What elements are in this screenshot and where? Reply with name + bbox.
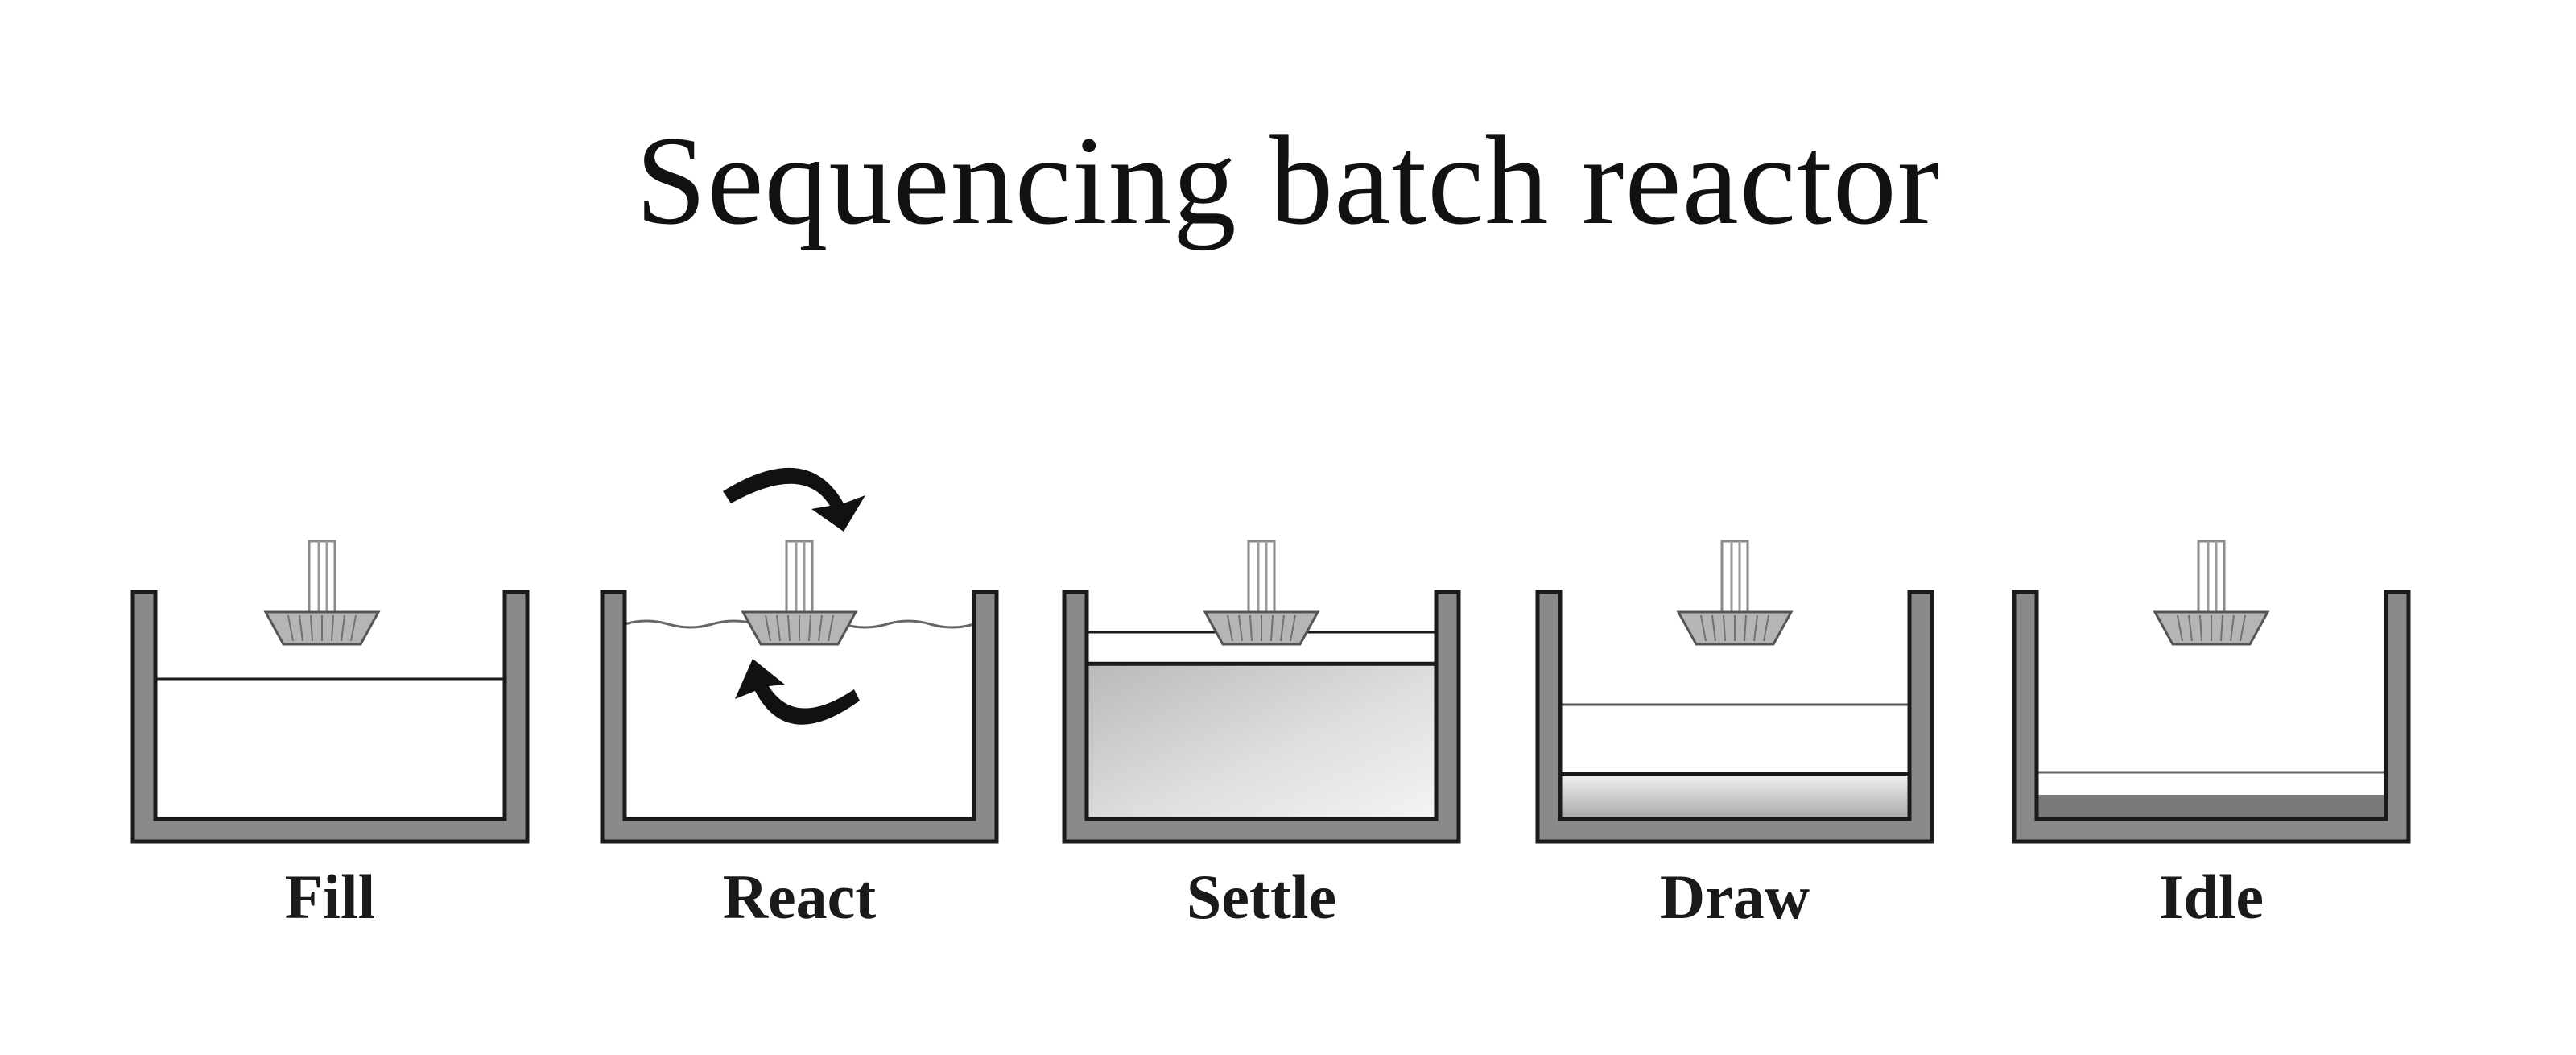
settled-sludge <box>1087 664 1436 819</box>
impeller-blade <box>1763 614 1769 642</box>
rotation-arrow-bottom <box>735 659 860 725</box>
impeller-blade <box>350 614 357 642</box>
impeller-blade <box>1238 614 1243 642</box>
impeller-blade <box>1290 614 1296 642</box>
idle-sludge <box>2037 795 2386 819</box>
impeller-blade <box>1711 614 1716 642</box>
impeller-blade <box>1270 614 1274 642</box>
impeller-blade <box>1744 614 1747 642</box>
impeller-blade <box>765 614 771 642</box>
impeller-blade <box>2220 614 2223 642</box>
impeller-blade <box>2188 614 2193 642</box>
stage-react: React <box>600 467 999 932</box>
stage-settle: Settle <box>1062 540 1461 932</box>
impeller-blade <box>299 614 303 642</box>
impeller-blade <box>787 614 791 642</box>
impeller-blade <box>1249 614 1253 642</box>
tank-wall <box>2012 590 2411 844</box>
mixer-shaft <box>1247 540 1276 614</box>
draw-sludge <box>1560 774 1909 819</box>
impeller-blade <box>2177 614 2183 642</box>
impeller-blade <box>1723 614 1726 642</box>
impeller-blade <box>818 614 823 642</box>
tank-wall <box>600 590 999 844</box>
stage-idle: Idle <box>2012 540 2411 932</box>
impeller-blade <box>287 614 294 642</box>
mixer-shaft <box>785 540 814 614</box>
stage-fill: Fill <box>130 540 530 932</box>
tank-wall <box>130 590 530 844</box>
impeller-blade <box>2199 614 2202 642</box>
mixer-shaft <box>308 540 336 614</box>
stage-draw: Draw <box>1535 540 1934 932</box>
impeller-blade <box>1227 614 1233 642</box>
stage-label-draw: Draw <box>1660 862 1810 932</box>
tank-wall <box>1062 590 1461 844</box>
impeller-blade <box>1753 614 1758 642</box>
rotation-arrow-top <box>723 467 865 532</box>
impeller-blade <box>331 614 334 642</box>
tank-wall <box>1535 590 1934 844</box>
stages-layer: Fill React Settle Draw Idle <box>130 467 2411 932</box>
diagram-title: Sequencing batch reactor <box>635 110 1941 251</box>
impeller-blade <box>776 614 781 642</box>
impeller-blade <box>2230 614 2235 642</box>
impeller-blade <box>310 614 313 642</box>
impeller-blade <box>341 614 345 642</box>
stage-label-settle: Settle <box>1187 862 1336 932</box>
impeller-blade <box>828 614 834 642</box>
stage-label-idle: Idle <box>2159 862 2264 932</box>
stage-label-fill: Fill <box>285 862 376 932</box>
impeller-blade <box>1700 614 1707 642</box>
mixer-shaft <box>2197 540 2226 614</box>
impeller-blade <box>2240 614 2246 642</box>
impeller-blade <box>808 614 811 642</box>
impeller-blade <box>1280 614 1285 642</box>
stage-label-react: React <box>723 862 877 932</box>
mixer-shaft <box>1720 540 1749 614</box>
